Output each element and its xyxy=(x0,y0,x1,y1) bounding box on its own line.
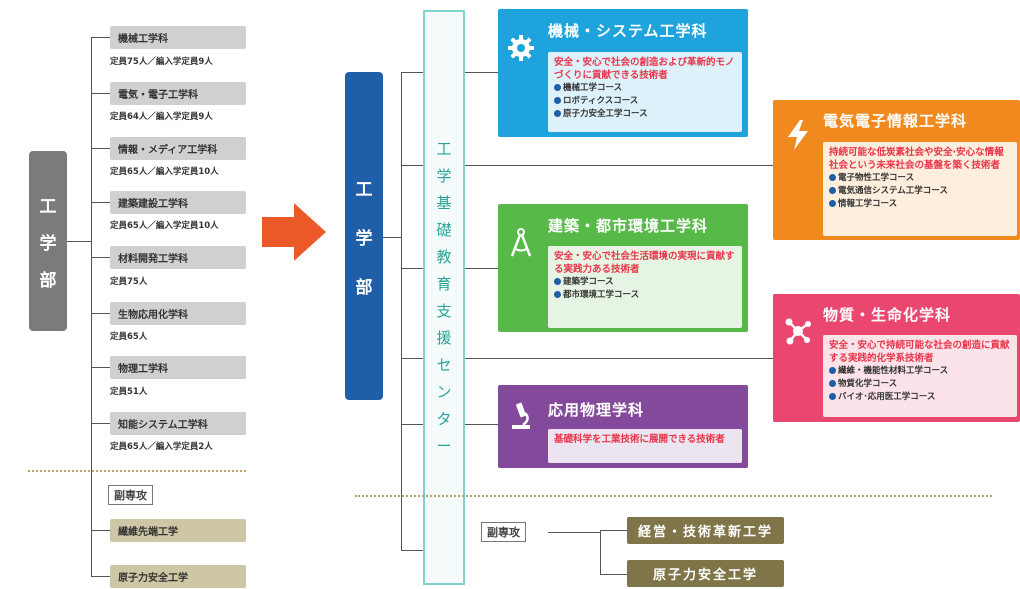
new-faculty-badge: 工 学 部 xyxy=(345,72,383,400)
dept-description: 持続可能な低炭素社会や安全·安心な情報社会という未来社会の基盤を築く技術者 xyxy=(829,147,1004,171)
old-dept-materials: 材料開発工学科 xyxy=(110,246,246,269)
center-char: 基 xyxy=(436,193,452,212)
old-dept-capacity: 定員64人／編入学定員9人 xyxy=(110,112,213,122)
dept-description: 安全・安心で社会の創造および革新的モノづくりに貢献できる技術者 xyxy=(554,57,735,81)
old-dept-architecture: 建築建設工学科 xyxy=(110,191,246,214)
course-item: 電気通信システム工学コース xyxy=(829,185,1011,198)
new-minor-nuclear: 原子力安全工学 xyxy=(627,560,784,587)
new-divider xyxy=(355,495,992,497)
new-badge-char: 工 xyxy=(355,179,373,200)
dept-applied-physics: 応用物理学科 基礎科学を工業技術に展開できる技術者 xyxy=(498,385,748,468)
dept-title: 物質・生命化学科 xyxy=(823,306,952,324)
old-dept-information: 情報・メディア工学科 xyxy=(110,137,246,160)
center-char: タ xyxy=(436,409,452,428)
center-char: 工 xyxy=(436,139,452,158)
center-char: 援 xyxy=(436,328,452,347)
microscope-icon xyxy=(504,399,538,433)
old-badge-char: 工 xyxy=(39,196,57,217)
old-dept-capacity: 定員65人 xyxy=(110,332,148,342)
old-dept-intelligent-systems: 知能システム工学科 xyxy=(110,412,246,435)
center-char: 礎 xyxy=(436,220,452,239)
center-char: 支 xyxy=(436,301,452,320)
course-item: 電子物性工学コース xyxy=(829,172,1011,185)
old-badge-char: 部 xyxy=(39,270,57,291)
course-item: バイオ･応用医工学コース xyxy=(829,391,1011,404)
old-dept-capacity: 定員65人／編入学定員2人 xyxy=(110,442,213,452)
dept-architecture-urban: 建築・都市環境工学科 安全・安心で社会生活環境の実現に貢献する実践力ある技術者 … xyxy=(498,204,748,332)
course-item: 物質化学コース xyxy=(829,378,1011,391)
engineering-support-center: 工 学 基 礎 教 育 支 援 セ ン タ ー xyxy=(423,10,465,585)
old-dept-physics: 物理工学科 xyxy=(110,356,246,379)
dept-title: 建築・都市環境工学科 xyxy=(548,217,709,235)
old-minor-label: 副専攻 xyxy=(108,485,153,505)
old-connector xyxy=(67,241,91,242)
gear-icon xyxy=(504,31,538,65)
center-char: 学 xyxy=(436,166,452,185)
dept-electrical-electronic-information: 電気電子情報工学科 持続可能な低炭素社会や安全·安心な情報社会という未来社会の基… xyxy=(773,100,1020,240)
old-trunk-line xyxy=(91,37,92,576)
dept-info-panel: 安全・安心で持続可能な社会の創造に貢献する実践的化学系技術者 繊維・機能性材料工… xyxy=(823,335,1017,417)
old-minor-fiber: 繊維先端工学 xyxy=(110,519,246,542)
old-dept-mechanical: 機械工学科 xyxy=(110,26,246,49)
dept-title: 応用物理学科 xyxy=(548,401,645,419)
lightning-icon xyxy=(781,118,815,152)
center-char: セ xyxy=(436,355,452,374)
old-badge-char: 学 xyxy=(39,233,57,254)
dept-info-panel: 持続可能な低炭素社会や安全·安心な情報社会という未来社会の基盤を築く技術者 電子… xyxy=(823,142,1017,236)
center-char: 教 xyxy=(436,247,452,266)
old-dept-capacity: 定員65人／編入学定員10人 xyxy=(110,167,219,177)
new-trunk-line xyxy=(401,72,402,550)
molecule-icon xyxy=(781,314,815,348)
center-char: ー xyxy=(436,436,452,455)
old-dept-capacity: 定員65人／編入学定員10人 xyxy=(110,221,219,231)
course-item: 都市環境工学コース xyxy=(554,289,736,302)
new-connector xyxy=(383,237,401,238)
old-minor-nuclear: 原子力安全工学 xyxy=(110,565,246,588)
new-badge-char: 学 xyxy=(355,228,373,249)
dept-description: 安全・安心で社会生活環境の実現に貢献する実践力ある技術者 xyxy=(554,251,735,275)
dept-mechanical-systems: 機械・システム工学科 安全・安心で社会の創造および革新的モノづくりに貢献できる技… xyxy=(498,9,748,137)
dept-title: 電気電子情報工学科 xyxy=(823,112,968,130)
old-dept-capacity: 定員75人 xyxy=(110,277,148,287)
transition-arrow-icon xyxy=(262,203,326,261)
course-item: 建築学コース xyxy=(554,276,736,289)
course-item: 情報工学コース xyxy=(829,198,1011,211)
old-divider xyxy=(28,470,246,472)
dept-materials-life-chemistry: 物質・生命化学科 安全・安心で持続可能な社会の創造に貢献する実践的化学系技術者 … xyxy=(773,294,1020,422)
new-badge-char: 部 xyxy=(355,277,373,298)
old-faculty-badge: 工 学 部 xyxy=(29,151,67,331)
course-item: ロボティクスコース xyxy=(554,95,736,108)
dept-description: 安全・安心で持続可能な社会の創造に貢献する実践的化学系技術者 xyxy=(829,340,1010,364)
old-dept-capacity: 定員51人 xyxy=(110,387,148,397)
new-minor-label: 副専攻 xyxy=(481,522,526,542)
old-dept-capacity: 定員75人／編入学定員9人 xyxy=(110,57,213,67)
old-dept-bio-chem: 生物応用化学科 xyxy=(110,302,246,325)
dept-info-panel: 安全・安心で社会生活環境の実現に貢献する実践力ある技術者 建築学コース 都市環境… xyxy=(548,246,742,328)
course-item: 原子力安全工学コース xyxy=(554,108,736,121)
dept-title: 機械・システム工学科 xyxy=(548,22,708,40)
new-minor-management: 経営・技術革新工学 xyxy=(627,517,784,544)
course-item: 繊維・機能性材料工学コース xyxy=(829,365,1011,378)
center-char: 育 xyxy=(436,274,452,293)
old-dept-electrical: 電気・電子工学科 xyxy=(110,82,246,105)
dept-info-panel: 安全・安心で社会の創造および革新的モノづくりに貢献できる技術者 機械工学コース … xyxy=(548,52,742,132)
compass-icon xyxy=(504,226,538,260)
center-char: ン xyxy=(436,382,452,401)
course-item: 機械工学コース xyxy=(554,82,736,95)
dept-description: 基礎科学を工業技術に展開できる技術者 xyxy=(554,434,725,445)
dept-info-panel: 基礎科学を工業技術に展開できる技術者 xyxy=(548,429,742,463)
